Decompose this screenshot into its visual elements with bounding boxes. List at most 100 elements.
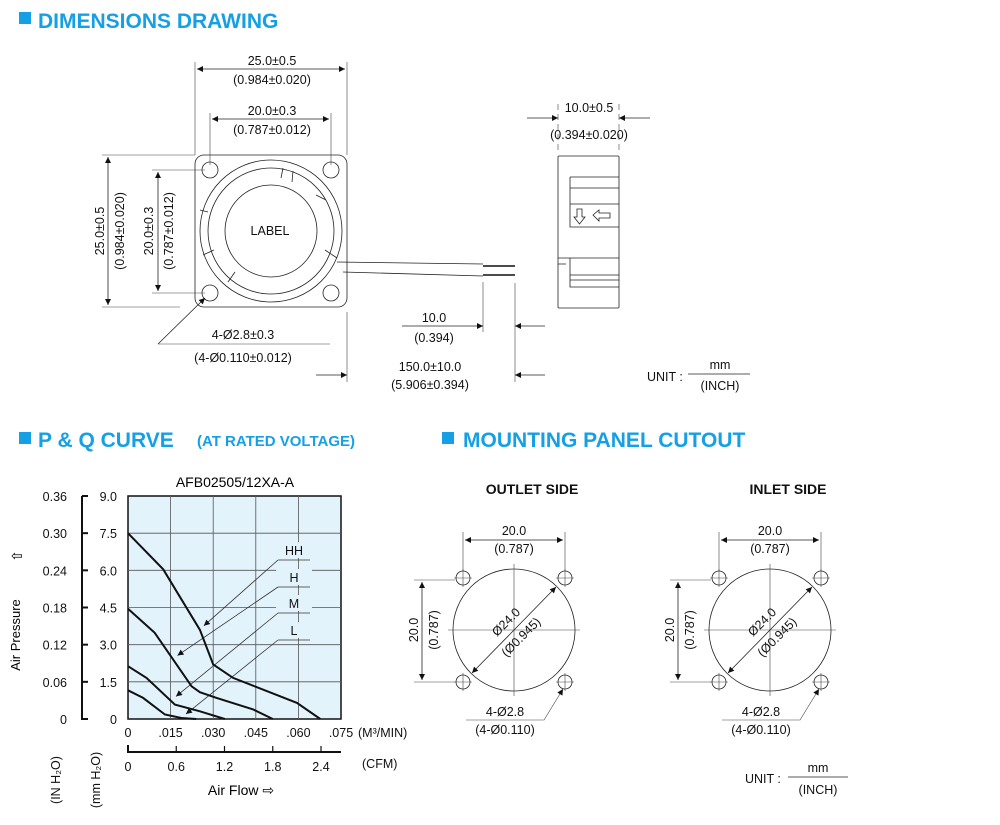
hole-crosshair: [454, 673, 472, 691]
chart-title: AFB02505/12XA-A: [176, 474, 295, 490]
y2-tick-label: 0.24: [43, 564, 67, 578]
x-tick-label: 0: [125, 726, 132, 740]
dim-width-outer-inch: (0.984±0.020): [233, 73, 311, 87]
extension-lines: [414, 532, 566, 683]
legend-label-h: H: [289, 571, 298, 585]
mounting-cutouts: OUTLET SIDE20.0(0.787)20.0(0.787)Ø24.0(Ø…: [407, 481, 836, 737]
dim-strip-inch: (0.394): [414, 331, 454, 345]
dim-height-inner: 20.0±0.3: [142, 207, 156, 256]
side-view: 10.0±0.5 (0.394±0.020): [527, 101, 650, 309]
mounting-side-title: INLET SIDE: [749, 481, 826, 497]
header-square-icon: [442, 432, 454, 444]
x2-tick-label: 2.4: [312, 760, 329, 774]
dim-height-inch: (0.787): [683, 610, 697, 650]
y-axis-label: Air Pressure: [8, 599, 23, 671]
y-tick-label: 6.0: [100, 564, 117, 578]
legend-label-l: L: [291, 624, 298, 638]
unit-mm: mm: [710, 358, 731, 372]
dim-height-outer-inch: (0.984±0.020): [113, 192, 127, 270]
up-arrow-icon: ⇧: [9, 550, 25, 562]
dim-height: 20.0: [663, 618, 677, 642]
y-tick-label: 9.0: [100, 490, 117, 504]
section-note-pq: (AT RATED VOLTAGE): [197, 433, 355, 450]
extension-lines: [670, 532, 822, 683]
dim-thickness: 10.0±0.5: [565, 101, 614, 115]
hole-crosshair: [556, 673, 574, 691]
y-tick-label: 0: [110, 713, 117, 727]
unit-mm: mm: [808, 761, 829, 775]
y2-tick-label: 0.36: [43, 490, 67, 504]
unit-inch: (INCH): [799, 783, 838, 797]
x-tick-label: .015: [158, 726, 182, 740]
dim-height-inner-inch: (0.787±0.012): [162, 192, 176, 270]
header-square-icon: [19, 12, 31, 24]
airflow-left-arrow-icon: [592, 209, 611, 222]
dim-height: 20.0: [407, 618, 421, 642]
dim-height-inch: (0.787): [427, 610, 441, 650]
dim-strip: 10.0: [422, 311, 446, 325]
dim-height-outer: 25.0±0.5: [93, 207, 107, 256]
legend-leader-arrow: [203, 559, 279, 627]
legend-bg: [276, 622, 312, 638]
dim-hole-inch: (4-Ø0.110): [475, 723, 535, 737]
legend-label-hh: HH: [285, 544, 303, 558]
x-tick-label: .045: [244, 726, 268, 740]
x2-tick-label: 0: [125, 760, 132, 774]
dim-width-inch: (0.787): [750, 542, 790, 556]
curve-m: [127, 665, 226, 720]
x2-tick-label: 0.6: [168, 760, 185, 774]
y-tick-label: 1.5: [100, 676, 117, 690]
hole-crosshair: [710, 673, 728, 691]
y2-tick-label: 0.06: [43, 676, 67, 690]
x-unit: (M³/MIN): [358, 726, 407, 740]
cfm-axis: [127, 745, 341, 753]
y-unit: (mm H₂O): [89, 752, 103, 808]
section-title-mounting: MOUNTING PANEL CUTOUT: [463, 429, 746, 452]
dim-hole-inch: (4-Ø0.110): [731, 723, 791, 737]
legend-leader-arrow: [177, 586, 279, 656]
dim-thickness-inch: (0.394±0.020): [550, 128, 628, 142]
dim-width: 20.0: [758, 524, 782, 538]
mounting-view-inlet: INLET SIDE20.0(0.787)20.0(0.787)Ø24.0(Ø0…: [663, 481, 836, 737]
section-title-pq: P & Q CURVE: [38, 429, 174, 452]
legend-bg: [276, 569, 312, 585]
y-tick-label: 7.5: [100, 527, 117, 541]
hole-callout-leader: [466, 688, 564, 721]
x-tick-label: .075: [329, 726, 353, 740]
dim-hole: 4-Ø2.8±0.3: [212, 328, 274, 342]
hole-callout-leader: [722, 688, 820, 721]
x2-unit: (CFM): [362, 757, 397, 771]
unit-label: UNIT :: [745, 772, 781, 786]
airflow-down-arrow-icon: [573, 208, 586, 225]
curve-hh: [127, 532, 321, 720]
hole-crosshair: [710, 569, 728, 587]
dim-hole-inch: (4-Ø0.110±0.012): [194, 351, 292, 365]
dim-cable: 150.0±10.0: [399, 360, 462, 374]
dim-width-inner-inch: (0.787±0.012): [233, 123, 311, 137]
x-axis-label: Air Flow ⇨: [208, 782, 274, 798]
y-tick-label: 4.5: [100, 602, 117, 616]
dim-hole: 4-Ø2.8: [486, 705, 524, 719]
header-square-icon: [19, 432, 31, 444]
hole-crosshair: [812, 569, 830, 587]
curve-h: [127, 607, 274, 720]
y2-tick-label: 0: [60, 713, 67, 727]
curve-l: [127, 689, 197, 720]
dim-diameter-line: [727, 586, 813, 674]
hole-crosshair: [812, 673, 830, 691]
unit-legend-top: UNIT : mm (INCH): [647, 358, 750, 393]
y2-tick-label: 0.18: [43, 602, 67, 616]
legend-bg: [276, 595, 312, 611]
y2-tick-label: 0.12: [43, 639, 67, 653]
dim-cable-inch: (5.906±0.394): [391, 378, 469, 392]
x2-tick-label: 1.2: [216, 760, 233, 774]
unit-legend-bottom: UNIT : mm (INCH): [745, 761, 848, 797]
dim-hole: 4-Ø2.8: [742, 705, 780, 719]
dim-width-inner: 20.0±0.3: [248, 104, 297, 118]
hole-crosshair: [454, 569, 472, 587]
y-tick-label: 3.0: [100, 639, 117, 653]
legend-label-m: M: [289, 597, 299, 611]
label-area: LABEL: [251, 224, 290, 238]
